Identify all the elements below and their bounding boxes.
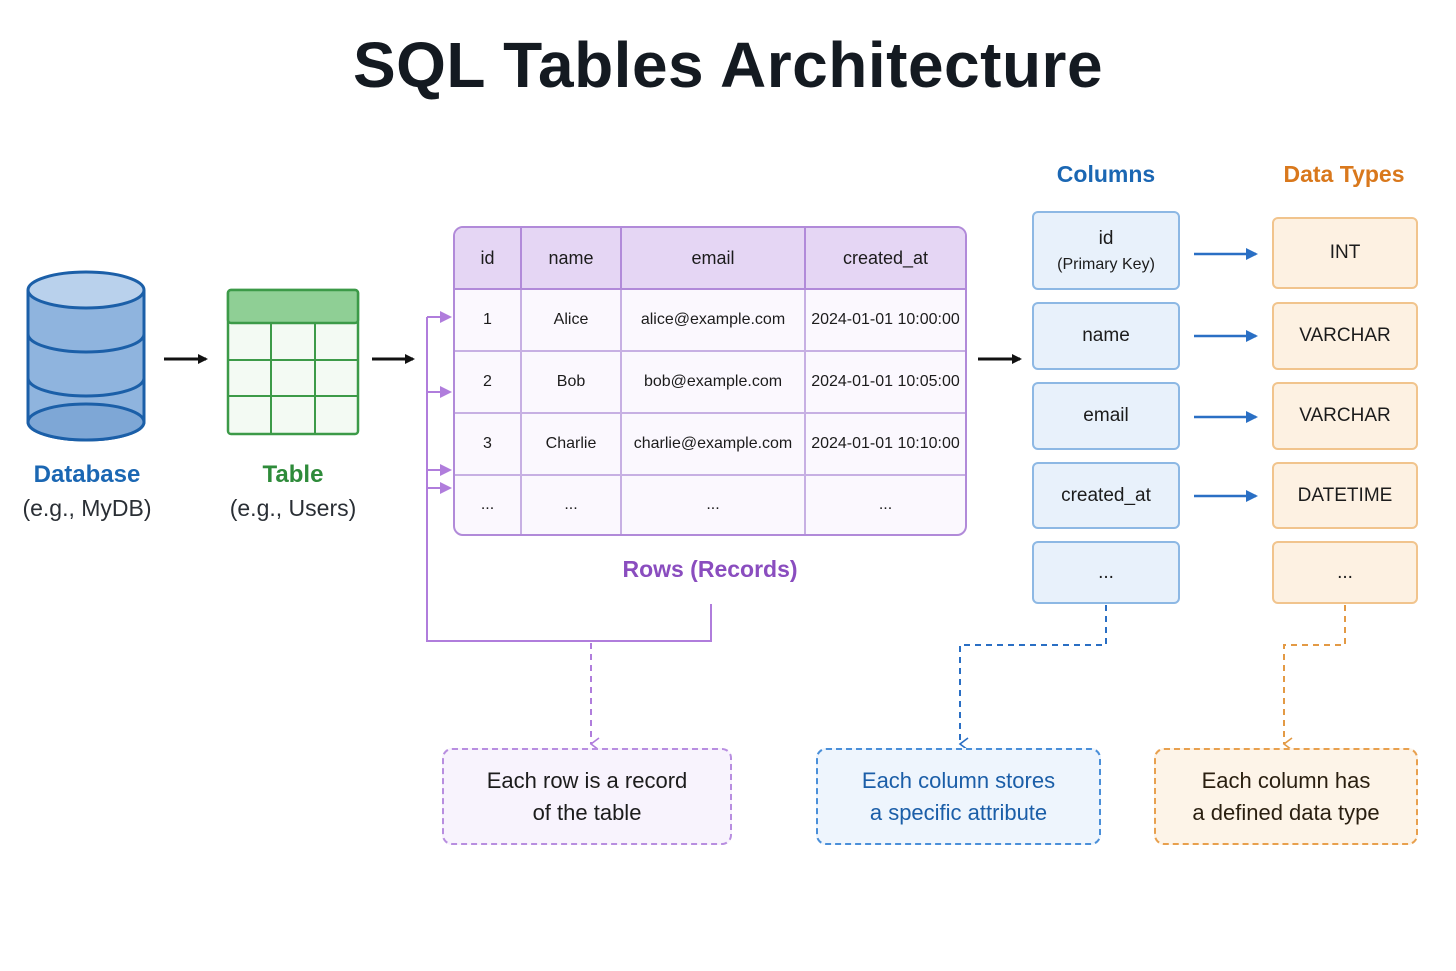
table-cell: 2 [455, 349, 522, 413]
rows-note-line: of the table [532, 799, 642, 825]
column-type-arrows [1194, 248, 1258, 502]
header-cell: email [621, 228, 806, 290]
type-box-varchar-name: VARCHAR [1272, 302, 1418, 370]
types-note-line: a defined data type [1192, 799, 1380, 825]
table-cell: ... [521, 473, 622, 534]
table-caption: Table (e.g., Users) [208, 461, 378, 522]
type-box-int: INT [1272, 217, 1418, 289]
table-cell: Bob [521, 349, 622, 413]
table-row: 1 Alice alice@example.com 2024-01-01 10:… [455, 288, 965, 351]
column-box-email: email [1032, 382, 1180, 450]
column-name: ... [1098, 561, 1114, 583]
types-note: Each column has a defined data type [1154, 748, 1418, 845]
table-cell: alice@example.com [621, 288, 806, 351]
header-cell: created_at [805, 228, 965, 290]
table-row: 3 Charlie charlie@example.com 2024-01-01… [455, 411, 965, 475]
table-cell: charlie@example.com [621, 411, 806, 475]
records-header-row: id name email created_at [455, 228, 965, 290]
rows-note-line: Each row is a record [486, 767, 688, 793]
columns-note-line: a specific attribute [869, 799, 1048, 825]
table-cell: ... [455, 473, 522, 534]
table-cell: 2024-01-01 10:10:00 [805, 411, 965, 475]
table-cell: 1 [455, 288, 522, 351]
column-name: name [1082, 325, 1130, 346]
table-cell: Charlie [521, 411, 622, 475]
database-icon [26, 270, 146, 442]
columns-note-line: Each column stores [861, 767, 1056, 793]
column-box-id: id (Primary Key) [1032, 211, 1180, 290]
table-cell: 3 [455, 411, 522, 475]
table-cell: 2024-01-01 10:05:00 [805, 349, 965, 413]
table-icon [226, 288, 360, 436]
type-box-varchar-email: VARCHAR [1272, 382, 1418, 450]
rows-caption: Rows (Records) [622, 556, 798, 582]
table-row: ... ... ... ... [455, 473, 965, 534]
records-table: id name email created_at 1 Alice alice@e… [453, 226, 967, 536]
header-cell: id [455, 228, 522, 290]
type-box-more: ... [1272, 541, 1418, 604]
columns-note-connector [958, 605, 1107, 751]
types-note-connector [1282, 605, 1346, 751]
table-cell: Alice [521, 288, 622, 351]
data-types-heading: Data Types [1283, 161, 1405, 187]
rows-note: Each row is a record of the table [442, 748, 732, 845]
types-note-line: Each column has [1201, 767, 1371, 793]
table-cell: bob@example.com [621, 349, 806, 413]
table-cell: ... [621, 473, 806, 534]
table-cell: ... [805, 473, 965, 534]
database-label: Database [33, 461, 141, 488]
table-example: (e.g., Users) [229, 495, 357, 521]
columns-heading: Columns [1056, 161, 1156, 187]
column-name: email [1083, 405, 1129, 426]
table-label: Table [262, 461, 324, 488]
header-cell: name [521, 228, 622, 290]
column-box-more: ... [1032, 541, 1180, 604]
column-box-name: name [1032, 302, 1180, 370]
row-bracket [426, 311, 712, 751]
type-box-datetime: DATETIME [1272, 462, 1418, 529]
column-note: (Primary Key) [1057, 255, 1155, 273]
column-name: id [1098, 227, 1114, 249]
columns-note: Each column stores a specific attribute [816, 748, 1101, 845]
table-row: 2 Bob bob@example.com 2024-01-01 10:05:0… [455, 349, 965, 413]
table-cell: 2024-01-01 10:00:00 [805, 288, 965, 351]
page-title: SQL Tables Architecture [352, 29, 1104, 101]
database-caption: Database (e.g., MyDB) [4, 461, 170, 522]
column-name: created_at [1061, 484, 1151, 506]
column-box-created-at: created_at [1032, 462, 1180, 529]
database-example: (e.g., MyDB) [22, 495, 152, 521]
